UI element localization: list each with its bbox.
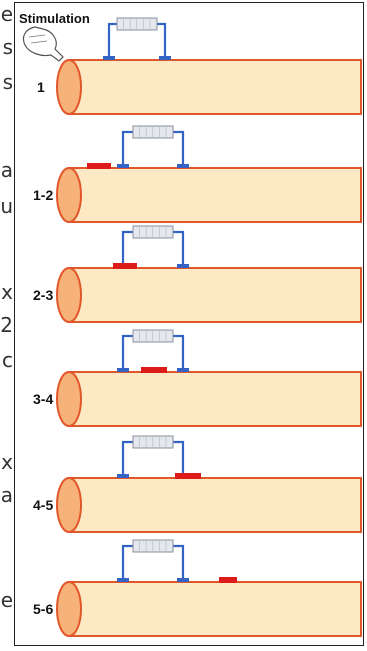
electrode [177, 578, 189, 582]
stage-label: 4-5 [33, 497, 53, 513]
depolarized-segment [141, 367, 167, 373]
stage-4-5: 4-5 [33, 435, 362, 533]
electrode [177, 164, 189, 168]
depolarized-segment [87, 163, 111, 169]
left-text-char: a [0, 483, 13, 507]
electrode [117, 474, 129, 478]
electrode [177, 264, 189, 268]
electrode [177, 368, 189, 372]
left-text-char: 2 [0, 313, 13, 337]
axon-end-cap [56, 59, 82, 115]
electrode [159, 56, 171, 60]
depolarized-segment [219, 577, 237, 583]
axon-body [68, 267, 362, 323]
stimulation-title: Stimulation [19, 11, 90, 26]
stages-group: 1 1-2 2-3 3-4 4-5 5-6 [33, 17, 362, 637]
electrode [117, 164, 129, 168]
electrode [117, 368, 129, 372]
stage-label: 5-6 [33, 601, 53, 617]
left-text-char: e [0, 2, 13, 26]
depolarized-segment [175, 473, 201, 479]
left-text-char: c [2, 348, 13, 372]
left-text-char: x [1, 280, 13, 304]
stage-5-6: 5-6 [33, 539, 362, 637]
axon-body [68, 59, 362, 115]
depolarized-segment [113, 263, 137, 269]
stage-1: 1 [37, 17, 362, 115]
axon-end-cap [56, 477, 82, 533]
electrode [117, 578, 129, 582]
stage-3-4: 3-4 [33, 329, 362, 427]
axon-conduction-diagram: Stimulation 1 1-2 2-3 3-4 4-5 5-6 [19, 11, 362, 637]
left-text-char: u [0, 194, 13, 218]
electrode [103, 56, 115, 60]
left-text-char: a [0, 158, 13, 182]
axon-end-cap [56, 267, 82, 323]
stage-2-3: 2-3 [33, 225, 362, 323]
axon-end-cap [56, 371, 82, 427]
diagram-frame: Stimulation 1 1-2 2-3 3-4 4-5 5-6 [14, 2, 364, 646]
axon-body [68, 167, 362, 223]
axon-end-cap [56, 167, 82, 223]
axon-body [68, 371, 362, 427]
left-text-char: e [0, 588, 13, 612]
left-text-char: s [2, 35, 13, 59]
stage-label: 2-3 [33, 287, 53, 303]
stage-label: 1 [37, 79, 45, 95]
stage-1-2: 1-2 [33, 125, 362, 223]
axon-body [68, 581, 362, 637]
stimulation-hand-icon [22, 26, 64, 62]
stage-label: 3-4 [33, 391, 53, 407]
stage-label: 1-2 [33, 187, 53, 203]
left-text-char: x [1, 450, 13, 474]
axon-body [68, 477, 362, 533]
axon-end-cap [56, 581, 82, 637]
left-text-char: s [2, 70, 13, 94]
